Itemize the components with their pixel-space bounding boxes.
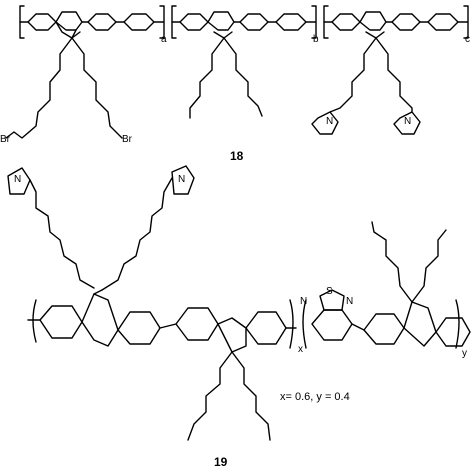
n-atom-imidazole-2: N [178,174,185,185]
n-atom-btd-right: N [346,296,353,307]
fluorene-left [27,289,161,347]
n-atom-left-imidazole: N [326,116,333,127]
subscript-y: y [462,348,467,359]
subscript-c: c [465,34,470,45]
imidazole-chains [7,165,195,291]
n-atom-right-imidazole: N [404,116,411,127]
fluorene-middle [159,299,297,441]
br-atom-left: Br [0,134,11,145]
subscript-x: x [298,344,303,355]
compound-18-structure: Br Br a b [0,5,470,163]
br-atom-right: Br [122,134,133,145]
n-atom-imidazole-1: N [14,174,21,185]
subscript-a: a [161,34,167,45]
s-atom: S [326,286,333,297]
compound-number-19: 19 [214,455,228,469]
composition-ratio: x= 0.6, y = 0.4 [280,391,350,403]
compound-19-structure: N N x S N N [7,165,471,469]
repeat-unit-b [171,5,317,119]
repeat-unit-a [5,5,165,139]
benzothiadiazole [302,289,353,349]
fluorene-right [351,221,471,349]
repeat-unit-c [311,5,469,135]
compound-number-18: 18 [230,149,244,163]
n-atom-btd-left: N [300,296,307,307]
subscript-b: b [313,34,319,45]
